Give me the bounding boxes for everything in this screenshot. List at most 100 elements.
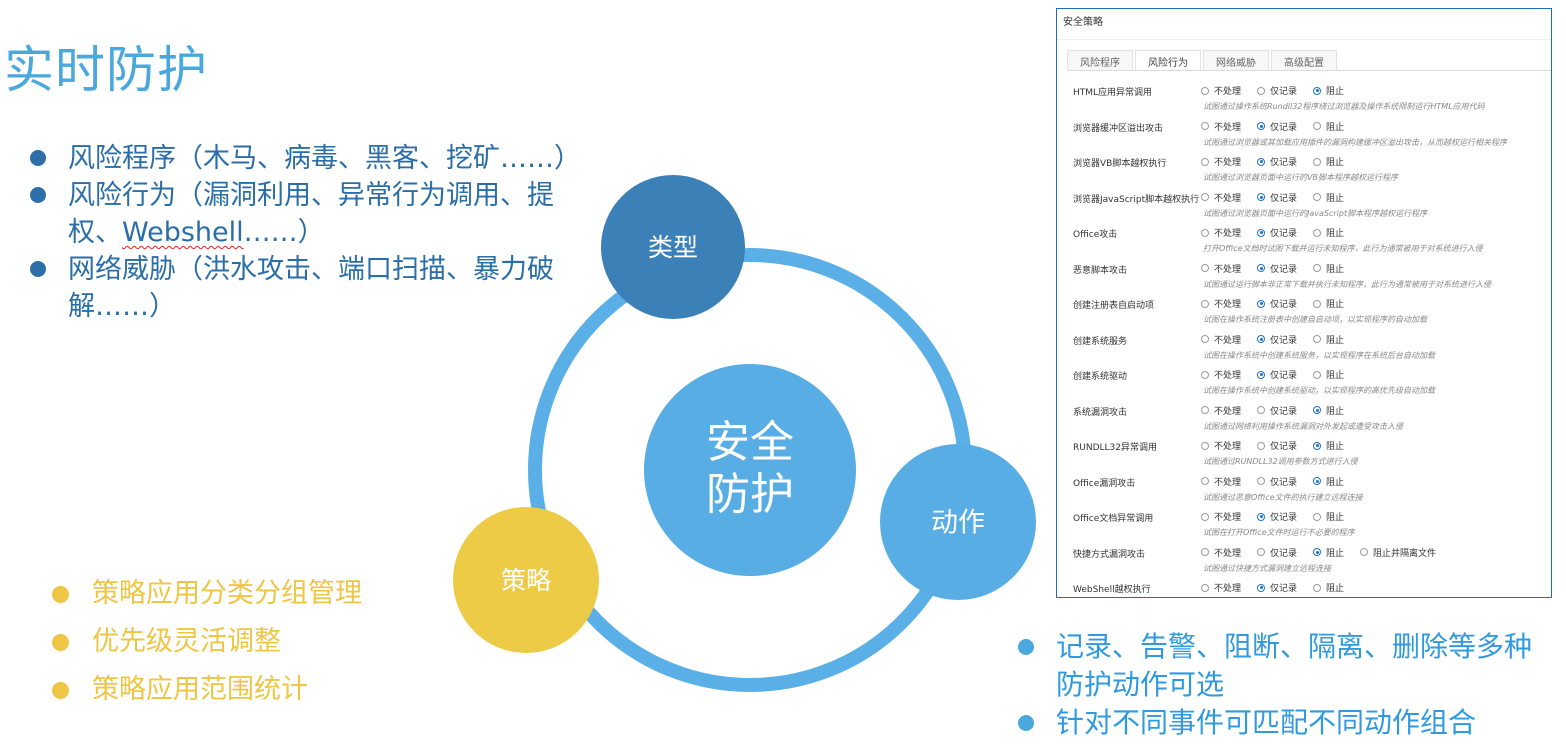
radio-icon[interactable] [1313, 193, 1322, 201]
action-radio-option[interactable]: 仅记录 [1257, 84, 1297, 97]
radio-icon[interactable] [1313, 228, 1322, 237]
action-radio-option[interactable]: 不处理 [1201, 226, 1241, 239]
radio-icon[interactable] [1201, 370, 1209, 379]
radio-icon[interactable] [1257, 122, 1266, 130]
action-radio-option[interactable]: 不处理 [1201, 297, 1241, 310]
action-radio-option[interactable]: 仅记录 [1257, 439, 1297, 452]
action-radio-option[interactable]: 阻止并隔离文件 [1360, 546, 1436, 559]
radio-label: 仅记录 [1270, 371, 1298, 381]
action-radio-option[interactable]: 仅记录 [1257, 368, 1297, 381]
radio-icon[interactable] [1313, 370, 1322, 379]
radio-icon[interactable] [1201, 512, 1209, 521]
radio-icon[interactable] [1201, 548, 1209, 556]
radio-icon[interactable] [1257, 441, 1266, 450]
action-radio-option[interactable]: 不处理 [1201, 333, 1241, 346]
action-radio-option[interactable]: 仅记录 [1257, 155, 1297, 168]
action-radio-option[interactable]: 仅记录 [1257, 581, 1297, 594]
action-radio-option[interactable]: 不处理 [1201, 439, 1241, 452]
tab-risk-behavior[interactable]: 风险行为 [1135, 50, 1201, 70]
policy-row-description: 试图在打开Office文件时运行不必要的程序 [1203, 528, 1355, 537]
radio-icon[interactable] [1201, 335, 1209, 343]
radio-icon[interactable] [1201, 406, 1209, 414]
radio-icon[interactable] [1257, 299, 1266, 308]
action-radio-option[interactable]: 阻止 [1313, 155, 1344, 168]
action-radio-option[interactable]: 阻止 [1313, 120, 1344, 133]
action-radio-option[interactable]: 仅记录 [1257, 333, 1297, 346]
action-radio-option[interactable]: 阻止 [1313, 404, 1344, 417]
radio-icon[interactable] [1313, 441, 1322, 450]
action-radio-option[interactable]: 仅记录 [1257, 191, 1297, 204]
radio-icon[interactable] [1313, 157, 1322, 166]
radio-icon[interactable] [1257, 548, 1266, 556]
radio-icon[interactable] [1313, 512, 1322, 521]
radio-icon[interactable] [1201, 441, 1209, 450]
action-radio-option[interactable]: 仅记录 [1257, 297, 1297, 310]
radio-icon[interactable] [1201, 264, 1209, 272]
action-radio-option[interactable]: 阻止 [1313, 226, 1344, 239]
action-radio-option[interactable]: 阻止 [1313, 439, 1344, 452]
radio-icon[interactable] [1257, 370, 1266, 379]
action-radio-option[interactable]: 阻止 [1313, 475, 1344, 488]
radio-icon[interactable] [1313, 122, 1322, 130]
radio-icon[interactable] [1313, 86, 1322, 95]
action-radio-option[interactable]: 不处理 [1201, 262, 1241, 275]
radio-icon[interactable] [1313, 477, 1322, 485]
action-radio-option[interactable]: 阻止 [1313, 191, 1344, 204]
radio-icon[interactable] [1360, 548, 1369, 556]
action-radio-option[interactable]: 阻止 [1313, 262, 1344, 275]
action-radio-option[interactable]: 阻止 [1313, 546, 1344, 559]
action-radio-option[interactable]: 不处理 [1201, 120, 1241, 133]
action-radio-option[interactable]: 仅记录 [1257, 510, 1297, 523]
action-radio-option[interactable]: 阻止 [1313, 510, 1344, 523]
tab-risk-program[interactable]: 风险程序 [1067, 50, 1133, 70]
radio-icon[interactable] [1257, 583, 1266, 592]
action-radio-option[interactable]: 不处理 [1201, 155, 1241, 168]
tab-network-threat[interactable]: 网络威胁 [1203, 50, 1269, 70]
action-radio-option[interactable]: 仅记录 [1257, 546, 1297, 559]
action-radio-option[interactable]: 阻止 [1313, 297, 1344, 310]
radio-icon[interactable] [1257, 335, 1266, 343]
radio-icon[interactable] [1313, 335, 1322, 343]
policy-row-options: 不处理 仅记录 阻止 [1201, 475, 1360, 488]
radio-icon[interactable] [1201, 122, 1209, 130]
radio-icon[interactable] [1257, 477, 1266, 485]
action-radio-option[interactable]: 不处理 [1201, 368, 1241, 381]
action-radio-option[interactable]: 仅记录 [1257, 475, 1297, 488]
radio-icon[interactable] [1313, 264, 1322, 272]
action-radio-option[interactable]: 不处理 [1201, 404, 1241, 417]
action-radio-option[interactable]: 不处理 [1201, 510, 1241, 523]
radio-icon[interactable] [1313, 548, 1322, 556]
action-radio-option[interactable]: 仅记录 [1257, 226, 1297, 239]
radio-icon[interactable] [1257, 512, 1266, 521]
action-radio-option[interactable]: 不处理 [1201, 546, 1241, 559]
radio-icon[interactable] [1257, 86, 1266, 95]
radio-icon[interactable] [1257, 193, 1266, 201]
radio-icon[interactable] [1257, 406, 1266, 414]
action-radio-option[interactable]: 不处理 [1201, 581, 1241, 594]
radio-label: 不处理 [1214, 193, 1242, 204]
action-radio-option[interactable]: 不处理 [1201, 191, 1241, 204]
action-radio-option[interactable]: 不处理 [1201, 475, 1241, 488]
action-radio-option[interactable]: 阻止 [1313, 368, 1344, 381]
radio-icon[interactable] [1201, 193, 1209, 201]
action-radio-option[interactable]: 阻止 [1313, 581, 1344, 594]
action-radio-option[interactable]: 阻止 [1313, 84, 1344, 97]
action-radio-option[interactable]: 阻止 [1313, 333, 1344, 346]
action-radio-option[interactable]: 仅记录 [1257, 262, 1297, 275]
radio-icon[interactable] [1201, 157, 1209, 166]
radio-icon[interactable] [1313, 583, 1322, 592]
radio-icon[interactable] [1257, 228, 1266, 237]
radio-icon[interactable] [1257, 264, 1266, 272]
radio-icon[interactable] [1201, 228, 1209, 237]
radio-icon[interactable] [1257, 157, 1266, 166]
radio-icon[interactable] [1201, 86, 1209, 95]
radio-icon[interactable] [1201, 299, 1209, 308]
radio-icon[interactable] [1201, 477, 1209, 485]
radio-icon[interactable] [1313, 406, 1322, 414]
radio-icon[interactable] [1201, 583, 1209, 592]
radio-icon[interactable] [1313, 299, 1322, 308]
action-radio-option[interactable]: 仅记录 [1257, 120, 1297, 133]
action-radio-option[interactable]: 仅记录 [1257, 404, 1297, 417]
tab-advanced-config[interactable]: 高级配置 [1271, 50, 1337, 70]
action-radio-option[interactable]: 不处理 [1201, 84, 1241, 97]
